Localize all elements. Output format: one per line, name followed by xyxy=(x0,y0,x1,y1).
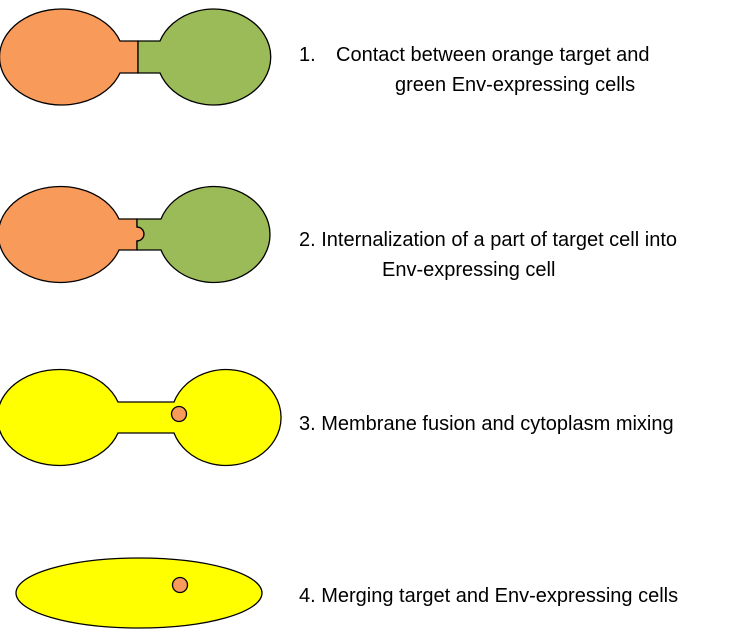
step-3-cells xyxy=(0,368,282,467)
step-1-target-cell xyxy=(0,8,139,106)
step-1-number: 1. xyxy=(299,44,316,66)
step-4-merged-cell xyxy=(15,557,263,629)
step-3-internalized-vesicle xyxy=(170,405,188,423)
step-1-env-cell xyxy=(137,8,272,106)
step-4-internalized-vesicle xyxy=(171,576,189,594)
step-3-text: 3. Membrane fusion and cytoplasm mixing xyxy=(299,413,674,435)
step-2-cells xyxy=(0,185,271,284)
step-2-env-cell xyxy=(136,185,271,284)
step-1-text-line-1: Contact between orange target and xyxy=(336,44,650,66)
step-3-fused-cell xyxy=(0,368,282,467)
step-4-text: 4. Merging target and Env-expressing cel… xyxy=(299,585,679,607)
step-1-text-line-2: green Env-expressing cells xyxy=(395,74,636,96)
step-2-target-cell xyxy=(0,185,145,284)
step-2-text-line-2: Env-expressing cell xyxy=(382,259,556,281)
step-2-text-line-1: 2. Internalization of a part of target c… xyxy=(299,229,677,251)
step-4-cells xyxy=(15,557,263,629)
step-1-cells xyxy=(0,8,272,106)
